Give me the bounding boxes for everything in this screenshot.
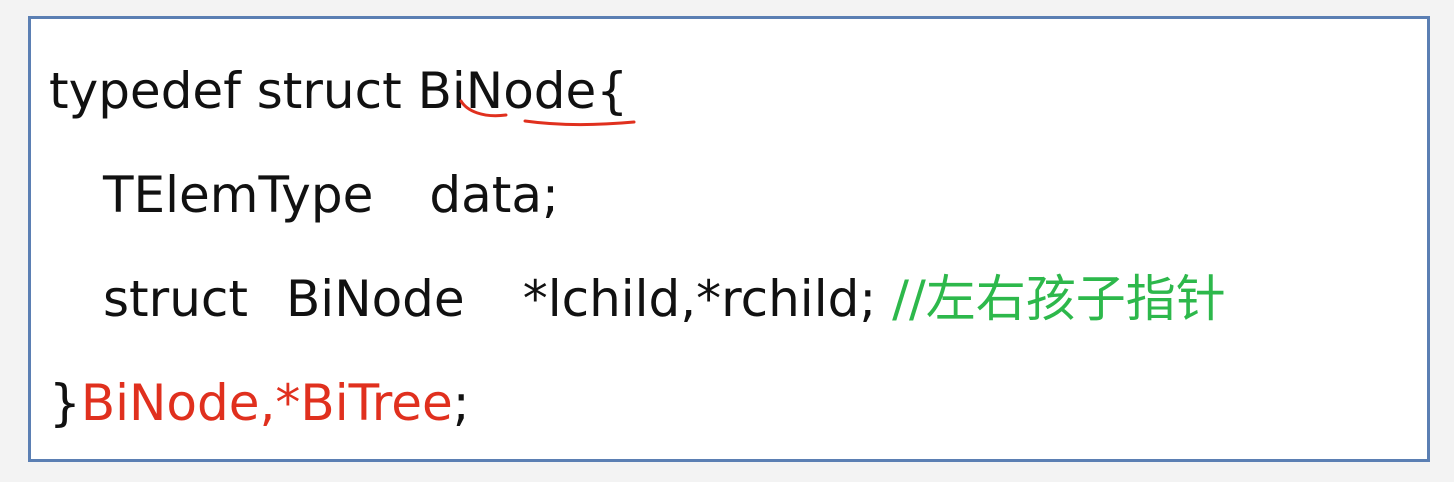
struct-keyword: struct bbox=[103, 270, 248, 328]
pointer-type: BiNode bbox=[286, 270, 465, 328]
code-line-data-field: TElemType data; bbox=[103, 155, 559, 235]
field-name: data; bbox=[429, 166, 559, 224]
code-comment: //左右孩子指针 bbox=[892, 270, 1226, 328]
open-brace: { bbox=[596, 62, 629, 120]
pointer-fields: *lchild,*rchild; bbox=[522, 270, 877, 328]
type-aliases: BiNode,*BiTree bbox=[80, 374, 453, 432]
close-brace: } bbox=[49, 374, 81, 432]
typedef-keyword: typedef struct bbox=[49, 62, 402, 120]
code-line-typedef: typedef struct BiNode{ bbox=[49, 51, 628, 131]
struct-name: BiNode bbox=[417, 62, 597, 120]
code-line-child-pointers: struct BiNode *lchild,*rchild; //左右孩子指针 bbox=[103, 259, 1226, 339]
field-type: TElemType bbox=[103, 166, 374, 224]
semicolon: ; bbox=[452, 374, 470, 432]
code-line-close: }BiNode,*BiTree; bbox=[49, 363, 470, 443]
